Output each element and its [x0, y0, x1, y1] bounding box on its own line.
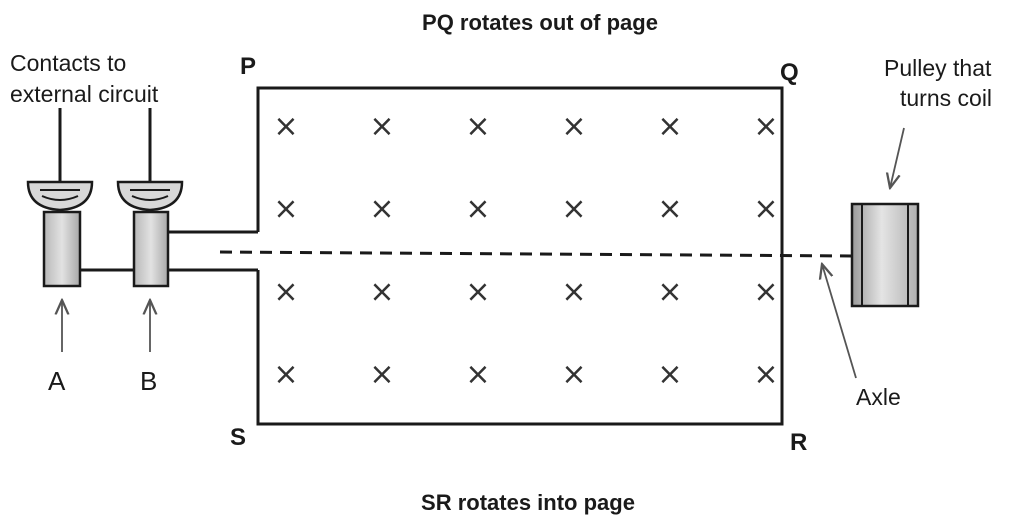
contact-brush-b — [116, 108, 184, 212]
slip-ring-a — [42, 210, 82, 288]
corner-label-p: P — [240, 53, 256, 80]
field-cross: × — [657, 192, 682, 227]
field-cross: × — [561, 109, 586, 144]
ring-label-a: A — [48, 366, 66, 396]
field-cross: × — [753, 274, 778, 309]
arrow-to-pulley — [890, 127, 905, 188]
field-cross: × — [561, 192, 586, 227]
field-cross: × — [561, 274, 586, 309]
arrow-to-axle — [822, 264, 857, 379]
field-cross: × — [273, 109, 298, 144]
field-cross: × — [657, 357, 682, 392]
field-cross: × — [465, 274, 490, 309]
contacts-label-line2: external circuit — [10, 81, 159, 107]
field-cross: × — [753, 357, 778, 392]
contact-brush-a — [26, 108, 94, 212]
caption-bottom: SR rotates into page — [421, 490, 635, 515]
field-cross: × — [465, 192, 490, 227]
field-cross: × — [369, 109, 394, 144]
field-cross: × — [273, 274, 298, 309]
corner-label-s: S — [230, 424, 246, 451]
field-cross: × — [657, 274, 682, 309]
slip-ring-b — [132, 210, 170, 288]
field-cross: × — [273, 192, 298, 227]
corner-label-r: R — [790, 429, 807, 456]
field-cross: × — [369, 192, 394, 227]
field-cross: × — [273, 357, 298, 392]
field-cross: × — [753, 109, 778, 144]
pulley-label-line1: Pulley that — [884, 55, 992, 81]
magnetic-field: × × × × × × × × × × × × × × × × × × × × × × × × — [273, 109, 778, 392]
pulley-label-line2: turns coil — [900, 85, 992, 111]
contacts-label-line1: Contacts to — [10, 50, 126, 76]
corner-label-q: Q — [780, 59, 799, 86]
field-cross: × — [561, 357, 586, 392]
pulley — [850, 202, 920, 308]
field-cross: × — [369, 274, 394, 309]
field-cross: × — [753, 192, 778, 227]
field-cross: × — [465, 109, 490, 144]
caption-top: PQ rotates out of page — [422, 10, 658, 35]
field-cross: × — [657, 109, 682, 144]
field-cross: × — [465, 357, 490, 392]
axle-line — [219, 250, 853, 258]
ring-label-b: B — [140, 366, 157, 396]
axle-label: Axle — [856, 384, 901, 410]
field-cross: × — [369, 357, 394, 392]
